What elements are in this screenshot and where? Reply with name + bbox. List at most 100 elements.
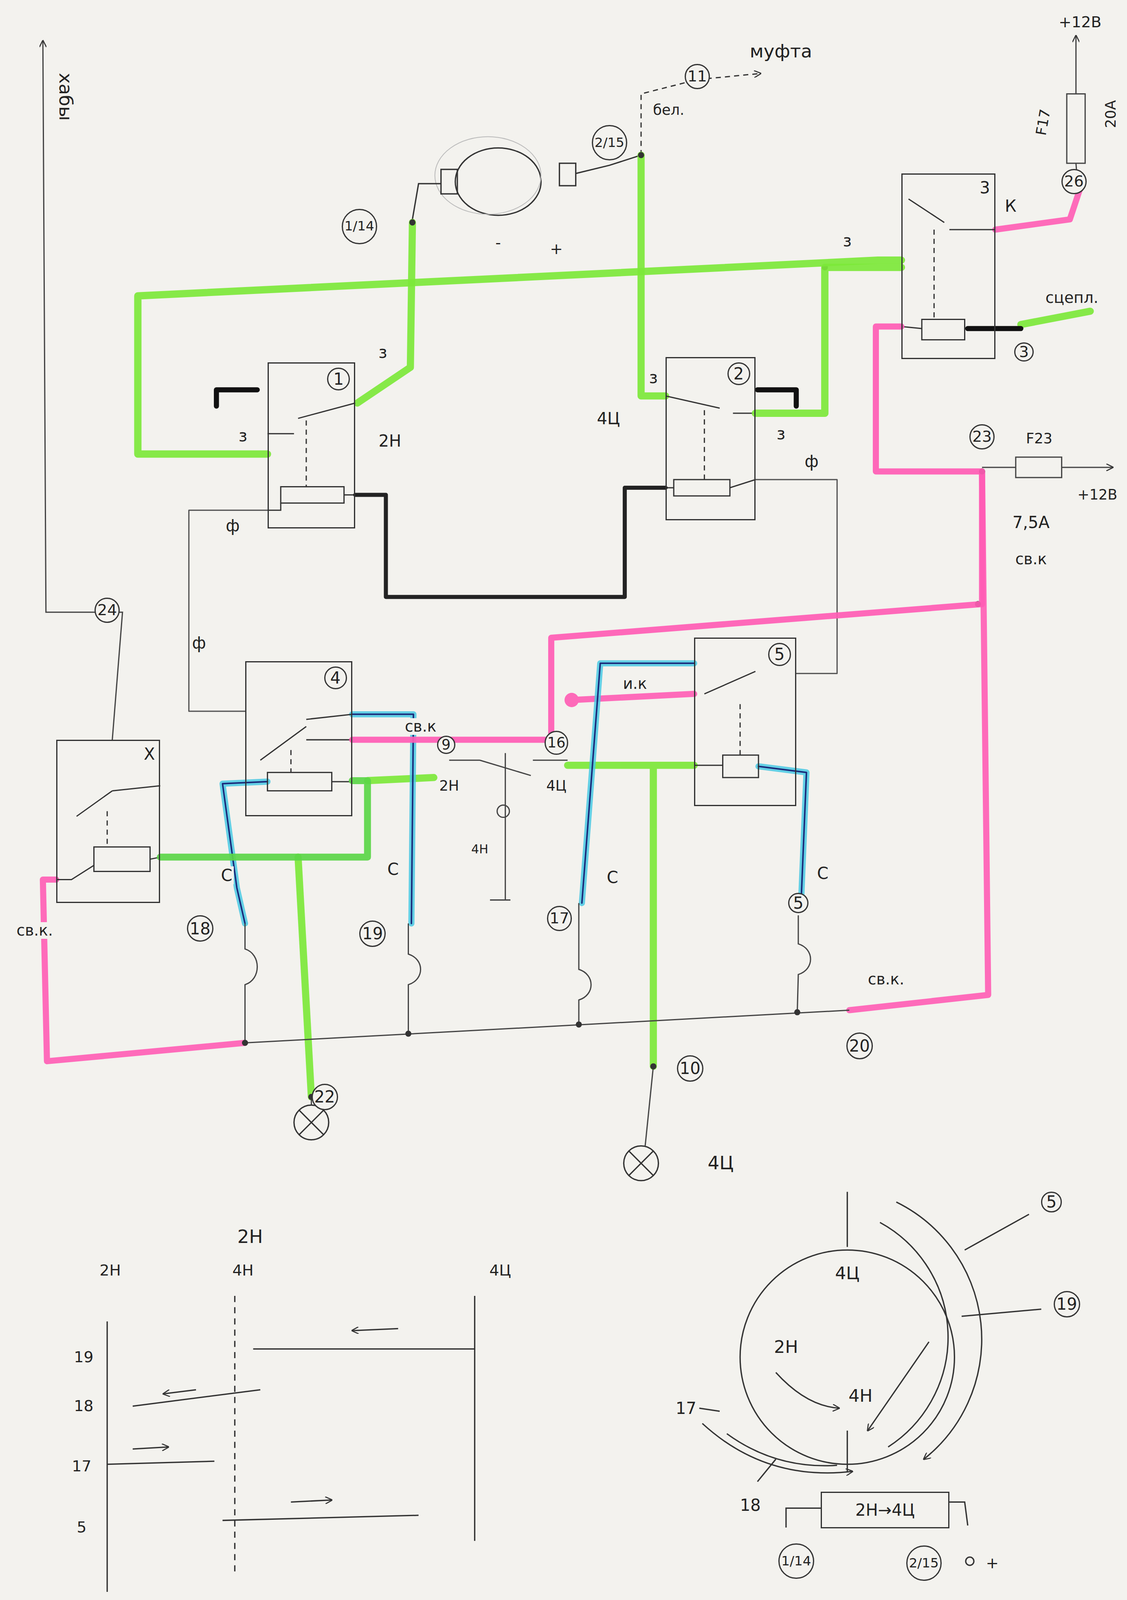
wire-connector — [137, 260, 902, 455]
wire-label: С — [815, 864, 831, 883]
wire-connector — [355, 487, 666, 598]
wire-label: С — [605, 868, 620, 887]
pink-wire — [995, 188, 1081, 230]
relay-internals — [298, 403, 356, 419]
thin-wire — [42, 35, 1113, 1147]
blue-wire — [352, 714, 414, 924]
relay-internals — [260, 727, 307, 761]
relay-internals — [673, 479, 730, 497]
relay-internals — [729, 479, 756, 488]
wire-label: F23 — [1024, 430, 1055, 447]
callout-number: 16 — [544, 731, 569, 756]
black-wire — [216, 389, 258, 407]
mode-dial — [786, 1508, 822, 1529]
thin-wire — [245, 1010, 850, 1044]
mode-dial — [949, 1502, 968, 1527]
wire-connector — [755, 267, 902, 414]
wire-label: св.к. — [15, 922, 55, 940]
relay-box: X — [56, 740, 161, 904]
wire-label: +12В — [1075, 487, 1119, 504]
thin-wire — [245, 923, 258, 1044]
thin-wire — [1015, 457, 1062, 478]
thin-wire — [982, 466, 1016, 468]
callout-number: 24 — [94, 597, 120, 624]
junction-dot — [241, 151, 1081, 1101]
wire-label: К — [1003, 197, 1018, 216]
relay-internals — [112, 786, 161, 792]
wire-label: - — [493, 234, 503, 252]
wire-label: +12В — [1056, 13, 1103, 31]
relay-internals — [56, 865, 95, 880]
wire-label: 2Н — [377, 432, 404, 451]
timing-chart — [222, 1515, 419, 1522]
relay-number: 4 — [324, 666, 348, 690]
wire-label: 4Н — [846, 1386, 875, 1407]
lamp-symbol — [623, 1146, 659, 1182]
green-wire — [367, 777, 434, 782]
junction-dot — [637, 151, 644, 159]
mode-dial — [879, 1223, 948, 1448]
blue-wire — [582, 663, 695, 904]
callout-number: 26 — [1061, 169, 1087, 195]
relay-internals — [908, 199, 945, 223]
relay-box: 2 — [665, 357, 756, 521]
wire-label: хабы — [55, 71, 76, 123]
thin-wire — [1061, 466, 1113, 468]
timing-chart — [163, 1390, 196, 1395]
motor-symbol — [412, 183, 442, 220]
wire-label: 4Н — [230, 1262, 255, 1280]
motor-symbol — [559, 163, 576, 186]
wire-label: св.к — [1013, 551, 1049, 568]
thin-wire — [408, 923, 421, 1035]
blue-wire — [352, 714, 414, 924]
callout-number: 1/14 — [341, 208, 378, 245]
wire-label: 2Н — [235, 1227, 265, 1248]
relay-internals — [56, 199, 996, 881]
motor-symbol — [455, 147, 542, 216]
wire-label: з — [376, 343, 389, 362]
callout-number: 11 — [684, 63, 710, 90]
relay-internals — [921, 319, 965, 340]
lamp-symbol — [294, 1105, 329, 1141]
relay-internals — [106, 811, 108, 848]
wire-label: 4Ц — [833, 1264, 862, 1284]
wire-label: 18 — [72, 1398, 96, 1415]
relay-number: 5 — [768, 643, 791, 666]
relay-box: 3 — [901, 173, 996, 360]
timing-chart — [107, 1461, 215, 1466]
timing-chart — [107, 1296, 475, 1593]
thin-wire — [504, 753, 506, 901]
relay-internals — [306, 714, 353, 720]
wire-label: ф — [224, 516, 242, 535]
callout-number: 5 — [1041, 1192, 1062, 1213]
wire-label: 17 — [674, 1399, 699, 1418]
timing-chart — [352, 1329, 399, 1332]
lamp-symbol — [298, 1110, 324, 1136]
callout-number: 20 — [846, 1032, 873, 1060]
wire-label: и.к — [621, 675, 649, 693]
wire-label: 4Ц — [487, 1262, 513, 1280]
junction-dot — [405, 1030, 412, 1037]
wire-label: 4Ц — [595, 409, 622, 428]
junction-dot — [575, 1021, 583, 1029]
junction-dot — [650, 1063, 657, 1070]
relay-internals — [267, 772, 332, 791]
wire-label: + — [984, 1555, 1001, 1573]
wire-label: 19 — [72, 1349, 96, 1367]
callout-number: 17 — [547, 906, 573, 932]
callout-number: 3 — [1014, 342, 1034, 362]
relay-box: 4 — [245, 661, 353, 817]
relay-internals — [306, 739, 353, 741]
blue-wire — [582, 663, 695, 904]
relay-internals — [933, 229, 935, 320]
callout-number: 9 — [437, 735, 456, 755]
mode-dial — [961, 1309, 1042, 1318]
relay-box: 5 — [694, 637, 797, 807]
box-text: X — [143, 745, 155, 764]
mode-dial — [757, 1459, 776, 1483]
thin-wire — [497, 805, 510, 818]
relay-internals — [703, 410, 706, 480]
wire-label: 17 — [70, 1458, 94, 1476]
mode-dial — [702, 1423, 853, 1474]
mode-dial — [846, 1431, 848, 1472]
